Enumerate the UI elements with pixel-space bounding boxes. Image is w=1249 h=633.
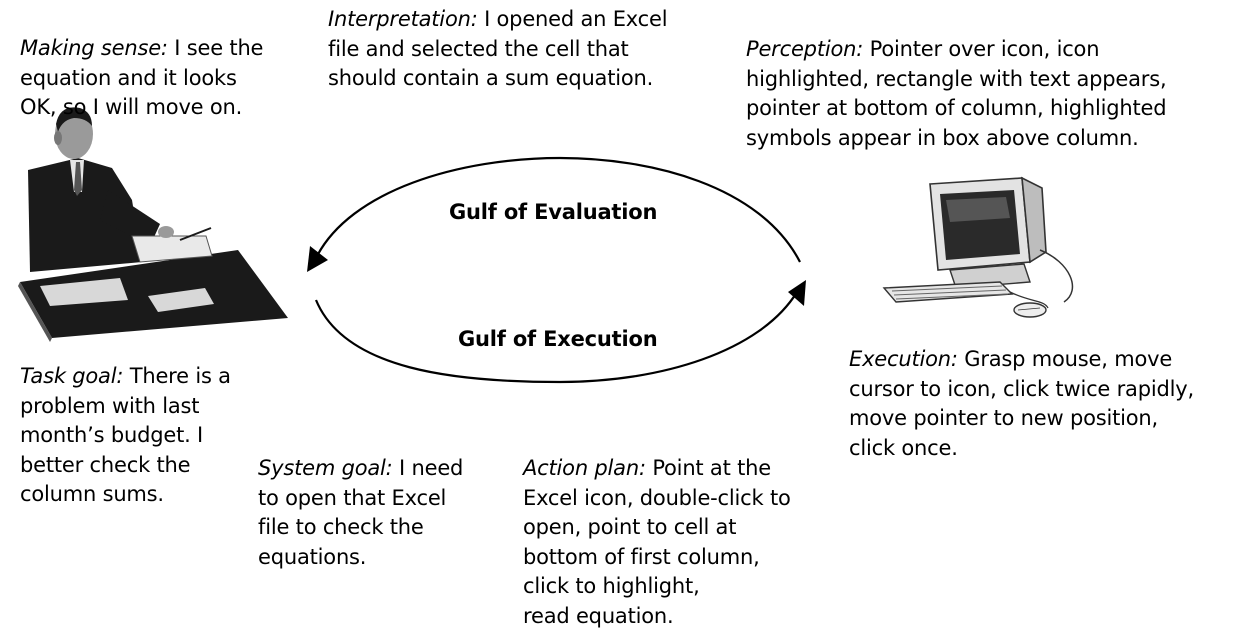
- task-goal-text: better check the: [20, 452, 191, 477]
- interpretation-text: I opened an Excel: [477, 7, 668, 31]
- evaluation-arc: [315, 156, 801, 263]
- task-goal-text: There is a: [123, 364, 231, 388]
- execution-text: cursor to icon, click twice rapidly,: [849, 376, 1194, 401]
- gulf-of-execution-label: Gulf of Execution: [458, 327, 658, 351]
- making-sense-text: OK, so I will move on.: [20, 95, 243, 119]
- interpretation-note: Interpretation: I opened an Excel file a…: [328, 5, 668, 94]
- system-goal-note: System goal: I need to open that Excel f…: [258, 454, 463, 572]
- task-goal-label: Task goal:: [20, 364, 124, 388]
- task-goal-text: column sums.: [20, 482, 164, 506]
- interpretation-label: Interpretation:: [328, 7, 478, 31]
- system-goal-label: System goal:: [258, 456, 393, 480]
- making-sense-text: I see the: [167, 36, 264, 60]
- action-plan-text: Point at the: [645, 456, 771, 480]
- execution-text: Grasp mouse, move: [957, 347, 1173, 371]
- execution-label: Execution:: [849, 347, 958, 371]
- making-sense-note: Making sense: I see the equation and it …: [20, 34, 263, 123]
- perception-text: Pointer over icon, icon: [863, 37, 1100, 61]
- gulf-of-evaluation-label: Gulf of Evaluation: [449, 200, 658, 224]
- perception-text: pointer at bottom of column, highlighted: [746, 96, 1167, 120]
- execution-note: Execution: Grasp mouse, move cursor to i…: [849, 345, 1194, 463]
- system-goal-text: file to check the: [258, 515, 424, 539]
- system-goal-text: equations.: [258, 544, 367, 569]
- task-goal-note: Task goal: There is a problem with last …: [20, 362, 231, 510]
- action-plan-text: read equation.: [523, 603, 674, 628]
- perception-note: Perception: Pointer over icon, icon high…: [746, 35, 1167, 153]
- execution-text: click once.: [849, 435, 958, 460]
- perception-label: Perception:: [746, 37, 864, 61]
- action-plan-text: Excel icon, double-click to: [523, 485, 791, 510]
- perception-text: symbols appear in box above column.: [746, 125, 1139, 150]
- interpretation-text: should contain a sum equation.: [328, 66, 654, 90]
- execution-arrowhead: [788, 280, 806, 306]
- system-goal-text: I need: [392, 456, 464, 480]
- execution-text: move pointer to new position,: [849, 406, 1159, 430]
- perception-text: highlighted, rectangle with text appears…: [746, 66, 1167, 91]
- execution-arc: [314, 291, 798, 384]
- action-plan-text: click to highlight,: [523, 574, 700, 598]
- action-plan-note: Action plan: Point at the Excel icon, do…: [523, 454, 791, 631]
- system-goal-text: to open that Excel: [258, 485, 447, 510]
- action-plan-label: Action plan:: [523, 456, 646, 480]
- interpretation-text: file and selected the cell that: [328, 36, 629, 61]
- task-goal-text: problem with last: [20, 393, 200, 418]
- task-goal-text: month’s budget. I: [20, 423, 204, 447]
- evaluation-arrowhead: [307, 246, 328, 272]
- action-plan-text: bottom of first column,: [523, 544, 760, 569]
- action-plan-text: open, point to cell at: [523, 515, 737, 539]
- making-sense-text: equation and it looks: [20, 65, 237, 90]
- making-sense-label: Making sense:: [20, 36, 168, 60]
